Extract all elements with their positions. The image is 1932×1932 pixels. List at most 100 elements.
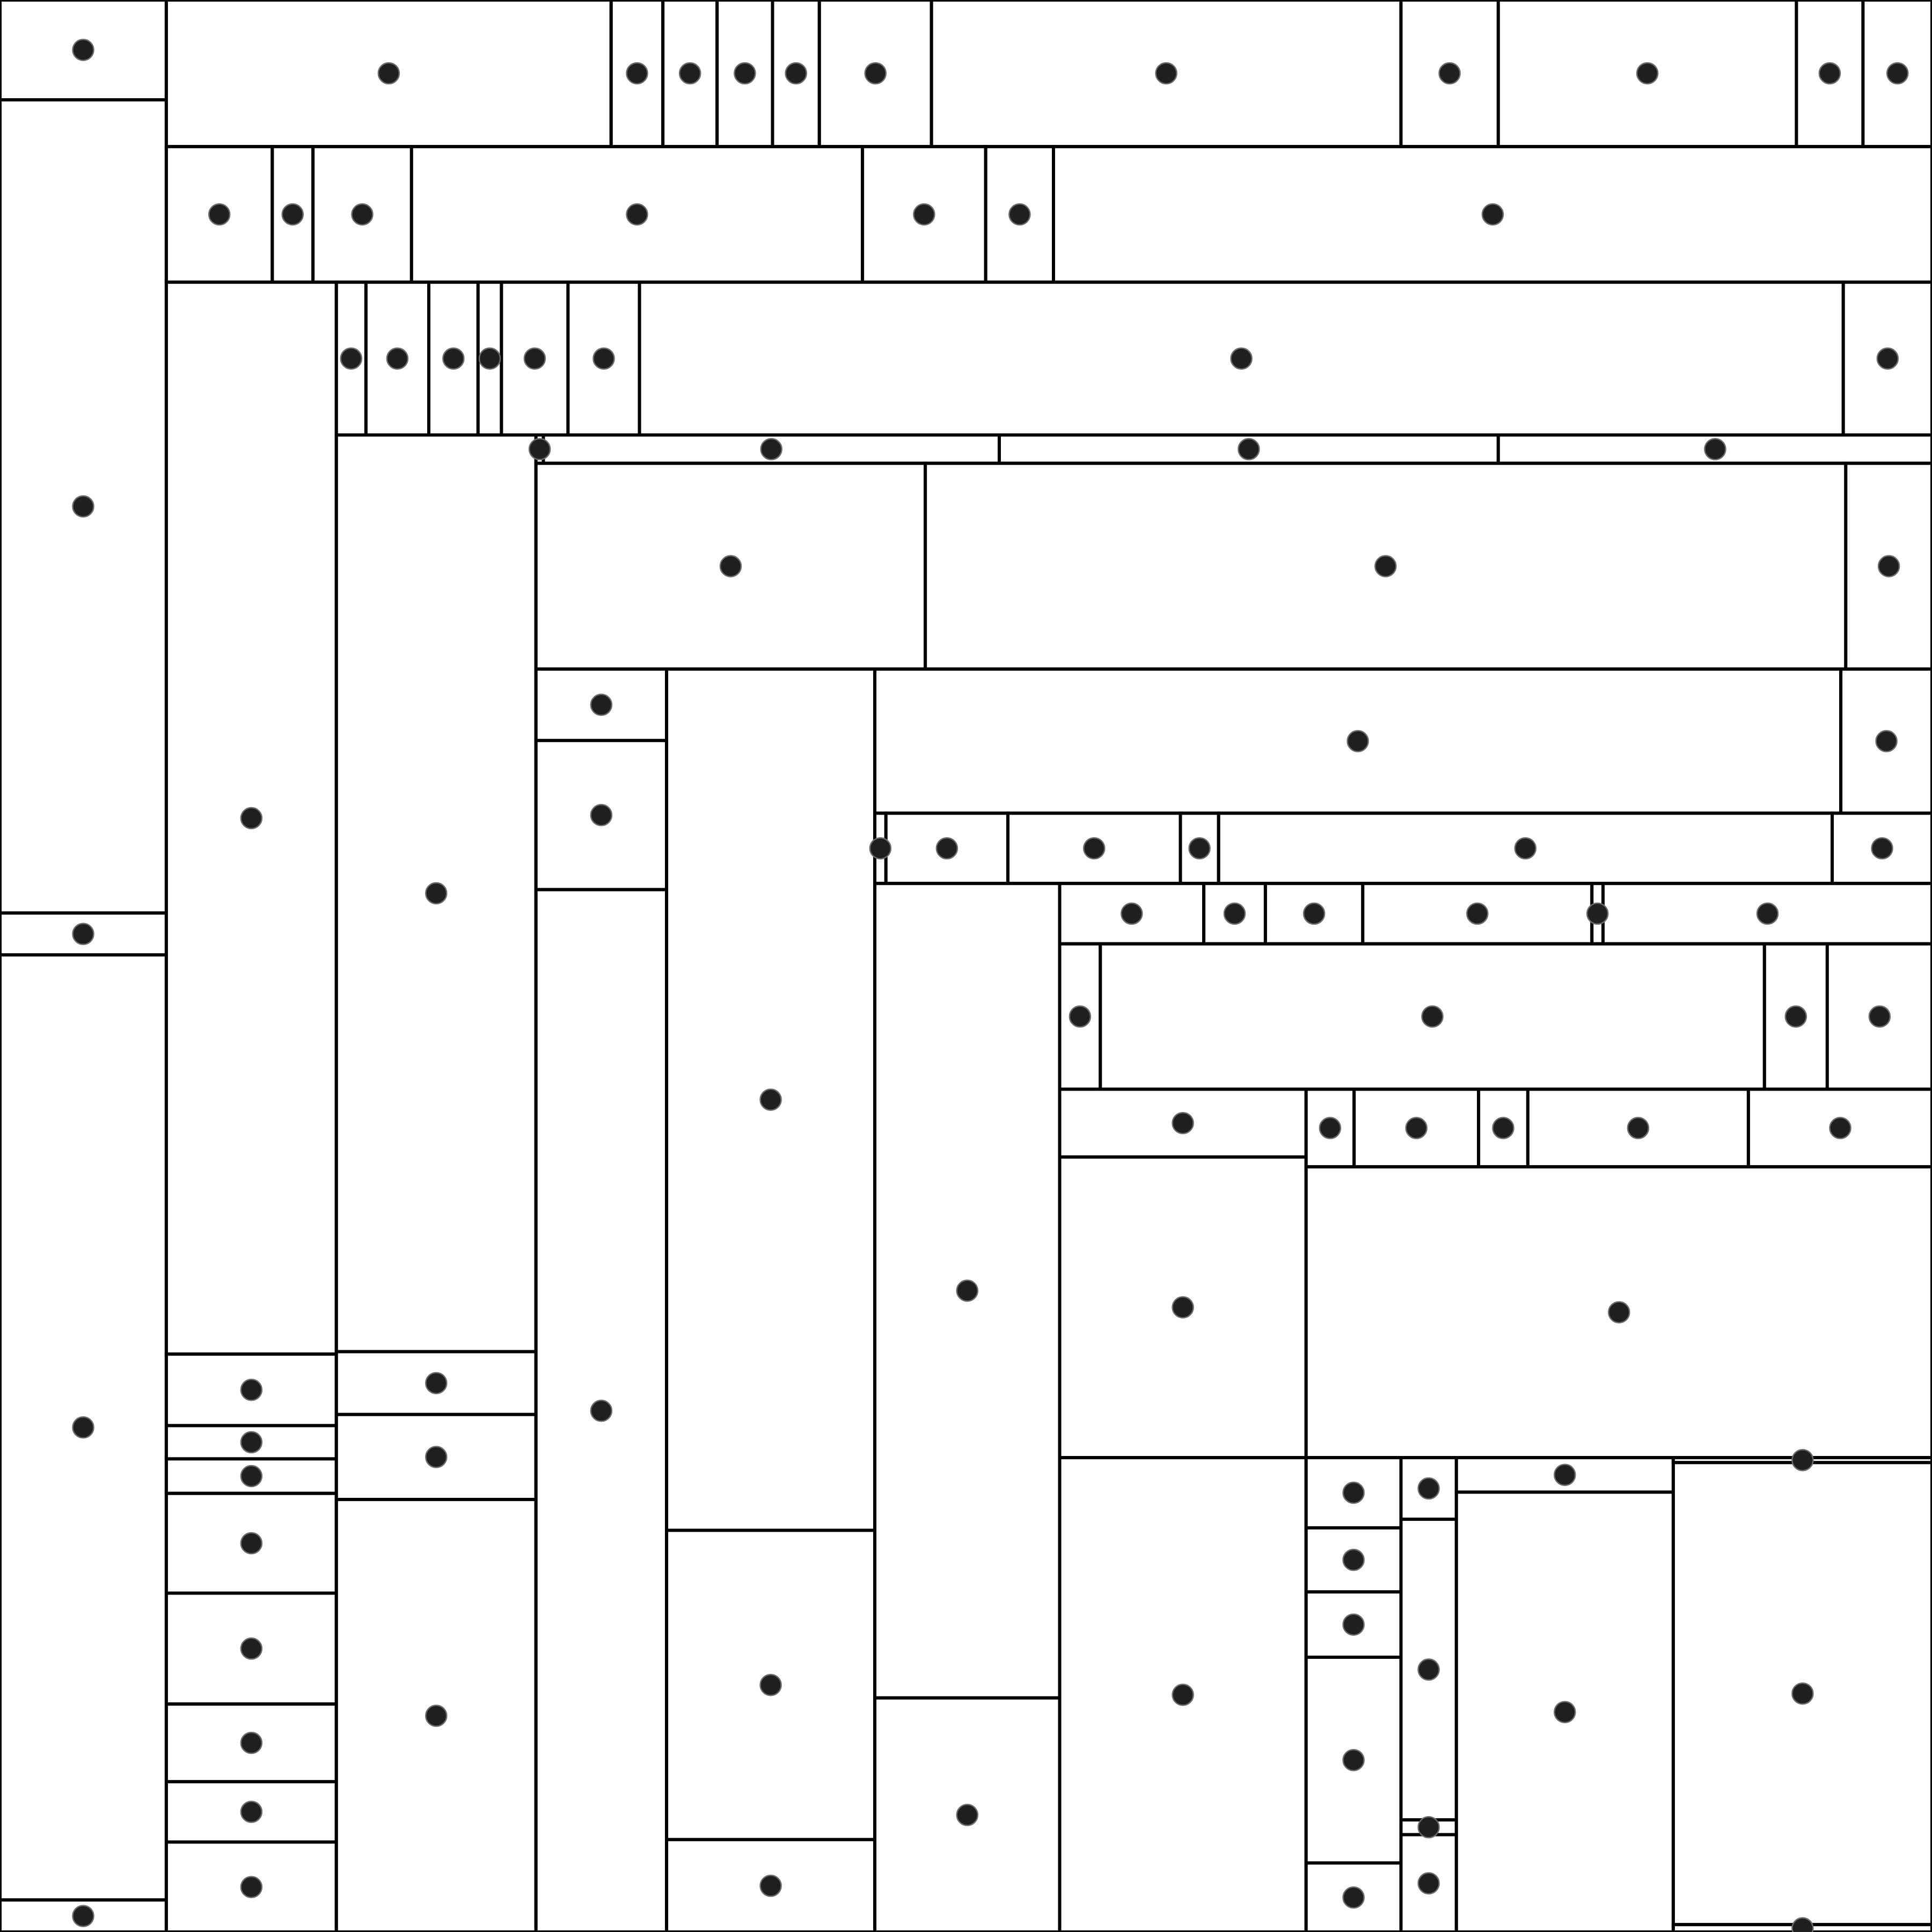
cell-center-dot <box>1342 1548 1365 1571</box>
cell-center-dot <box>1230 347 1253 370</box>
cell-center-dot <box>1784 1005 1807 1028</box>
cell-center-dot <box>1223 902 1246 925</box>
cell-center-dot <box>1342 1481 1365 1504</box>
cell-center-dot <box>240 1801 263 1823</box>
cell-center-dot <box>240 1532 263 1555</box>
cell-center-dot <box>1636 62 1659 85</box>
marker-group <box>72 39 1909 1932</box>
cell-center-dot <box>1608 1301 1630 1323</box>
cell-center-dot <box>1172 1111 1194 1135</box>
cell-center-dot <box>1069 1005 1092 1028</box>
cell-center-dot <box>208 203 231 226</box>
cell-center-dot <box>523 347 546 370</box>
cell-center-dot <box>935 837 958 860</box>
cell-center-dot <box>1756 902 1779 925</box>
cell-center-dot <box>1238 438 1260 460</box>
cell-center-dot <box>1188 837 1211 860</box>
cell-center-dot <box>1627 1117 1650 1139</box>
cell-center-dot <box>1319 1117 1342 1139</box>
cell-center-dot <box>1818 62 1841 85</box>
cell-center-dot <box>72 495 94 518</box>
cell-center-dot <box>592 347 615 370</box>
partition-cell <box>164 1457 338 1495</box>
cell-center-dot <box>785 62 807 85</box>
cell-center-dot <box>759 1088 782 1111</box>
cell-center-dot <box>590 693 613 716</box>
cell-center-dot <box>913 203 935 226</box>
cell-center-dot <box>425 882 448 905</box>
cell-center-dot <box>351 203 374 226</box>
cell-center-dot <box>240 1465 263 1488</box>
cell-center-dot <box>1342 1748 1365 1772</box>
cell-center-dot <box>590 1400 613 1422</box>
cell-center-dot <box>478 347 501 370</box>
cell-center-dot <box>1466 902 1489 925</box>
cell-center-dot <box>1481 203 1504 226</box>
cell-center-dot <box>240 1637 263 1660</box>
partition-cell <box>1399 0 1500 149</box>
cell-center-dot <box>240 1876 263 1898</box>
cell-center-dot <box>240 1431 263 1454</box>
partition-cell <box>1601 882 1932 946</box>
cell-center-dot <box>1877 555 1900 577</box>
cell-center-dot <box>1514 837 1537 860</box>
cell-center-dot <box>1374 555 1397 577</box>
cell-center-dot <box>1876 347 1899 370</box>
cell-center-dot <box>528 438 551 460</box>
cell-center-dot <box>1417 1658 1440 1681</box>
cell-center-dot <box>1886 62 1909 85</box>
cell-center-dot <box>760 438 782 460</box>
cell-center-dot <box>1791 1448 1814 1472</box>
cell-center-dot <box>240 1379 263 1401</box>
cell-center-dot <box>719 555 742 577</box>
cell-center-dot <box>1704 438 1726 460</box>
cell-center-dot <box>1554 1463 1576 1486</box>
cell-center-dot <box>1342 1613 1365 1636</box>
cell-center-dot <box>1417 1872 1440 1895</box>
cell-center-dot <box>678 62 701 85</box>
cell-center-dot <box>869 837 892 860</box>
cell-center-dot <box>425 1704 448 1727</box>
cell-center-dot <box>626 62 648 85</box>
cell-center-dot <box>1868 1005 1891 1028</box>
cell-center-dot <box>626 203 648 226</box>
cell-center-dot <box>1155 62 1177 85</box>
cell-center-dot <box>590 804 613 826</box>
cell-center-dot <box>1871 837 1893 860</box>
cell-center-dot <box>864 62 887 85</box>
cell-center-dot <box>1438 62 1461 85</box>
cell-center-dot <box>281 203 304 226</box>
cell-center-dot <box>240 1731 263 1754</box>
cell-center-dot <box>1586 902 1609 925</box>
cell-center-dot <box>1405 1117 1428 1139</box>
cell-center-dot <box>1172 1296 1194 1319</box>
cell-center-dot <box>425 1372 448 1394</box>
cell-center-dot <box>1791 1917 1814 1932</box>
cell-center-dot <box>377 62 400 85</box>
cell-center-dot <box>340 347 363 370</box>
cell-center-dot <box>1417 1816 1440 1839</box>
cell-center-dot <box>759 1673 782 1696</box>
cell-center-dot <box>1346 730 1369 752</box>
cell-center-dot <box>1417 1477 1440 1500</box>
cell-center-dot <box>1302 902 1326 925</box>
cell-center-dot <box>1791 1682 1814 1705</box>
cell-center-dot <box>240 807 263 830</box>
cell-center-dot <box>1121 902 1143 925</box>
cell-center-dot <box>1829 1117 1851 1139</box>
cell-center-dot <box>956 1804 979 1826</box>
cell-center-dot <box>1008 203 1031 226</box>
cell-center-dot <box>956 1279 979 1302</box>
cell-center-dot <box>1421 1005 1444 1028</box>
cell-center-dot <box>1172 1684 1194 1706</box>
cell-center-dot <box>734 62 756 85</box>
cell-center-dot <box>72 1905 94 1927</box>
cell-center-dot <box>72 923 94 946</box>
cell-center-dot <box>72 1416 94 1439</box>
cell-center-dot <box>759 1875 782 1897</box>
cell-center-dot <box>72 39 94 61</box>
cell-center-dot <box>442 347 465 370</box>
cell-center-dot <box>1554 1701 1576 1723</box>
